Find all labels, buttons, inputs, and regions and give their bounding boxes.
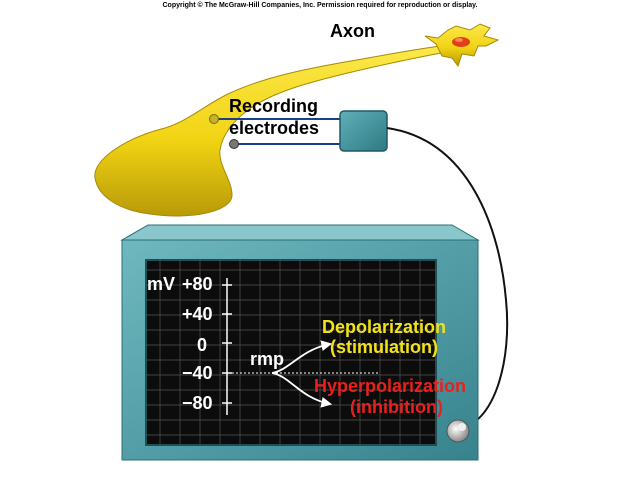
neuron — [94, 23, 500, 217]
amplifier-box — [339, 110, 388, 152]
recording-electrode-wires — [209, 114, 342, 149]
oscilloscope-monitor — [120, 224, 480, 461]
recording-electrodes-label-line2: electrodes — [229, 118, 320, 138]
depolarization-arrow — [271, 340, 333, 374]
electrode-tip-2 — [229, 139, 239, 149]
depolarization-label: Depolarization — [322, 317, 447, 337]
oscilloscope-screen — [145, 259, 437, 446]
electrode-tip-1 — [209, 114, 219, 124]
scale-tick-label: −40 — [182, 363, 213, 383]
control-knob — [446, 419, 470, 443]
stimulation-label: (stimulation) — [330, 337, 438, 357]
rmp-label: rmp — [250, 349, 285, 369]
axon-label: Axon — [330, 21, 375, 41]
screen-grid — [146, 260, 436, 445]
scale-tick-label: −80 — [182, 393, 213, 413]
copyright-notice: Copyright © The McGraw-Hill Companies, I… — [162, 2, 478, 9]
cable — [386, 127, 509, 429]
scale-tick-label: +80 — [182, 274, 213, 294]
mv-unit-label: mV — [147, 274, 176, 294]
hyperpolarization-arrow — [271, 372, 333, 408]
hyperpolarization-label: Hyperpolarization — [314, 376, 467, 396]
recording-electrodes-label-line1: Recording — [229, 96, 319, 116]
inhibition-label: (inhibition) — [350, 397, 443, 417]
scale-tick-label: +40 — [182, 304, 213, 324]
scale-tick-label: 0 — [197, 335, 208, 355]
mv-scale-axis — [222, 278, 232, 415]
neuron-body — [94, 45, 448, 217]
